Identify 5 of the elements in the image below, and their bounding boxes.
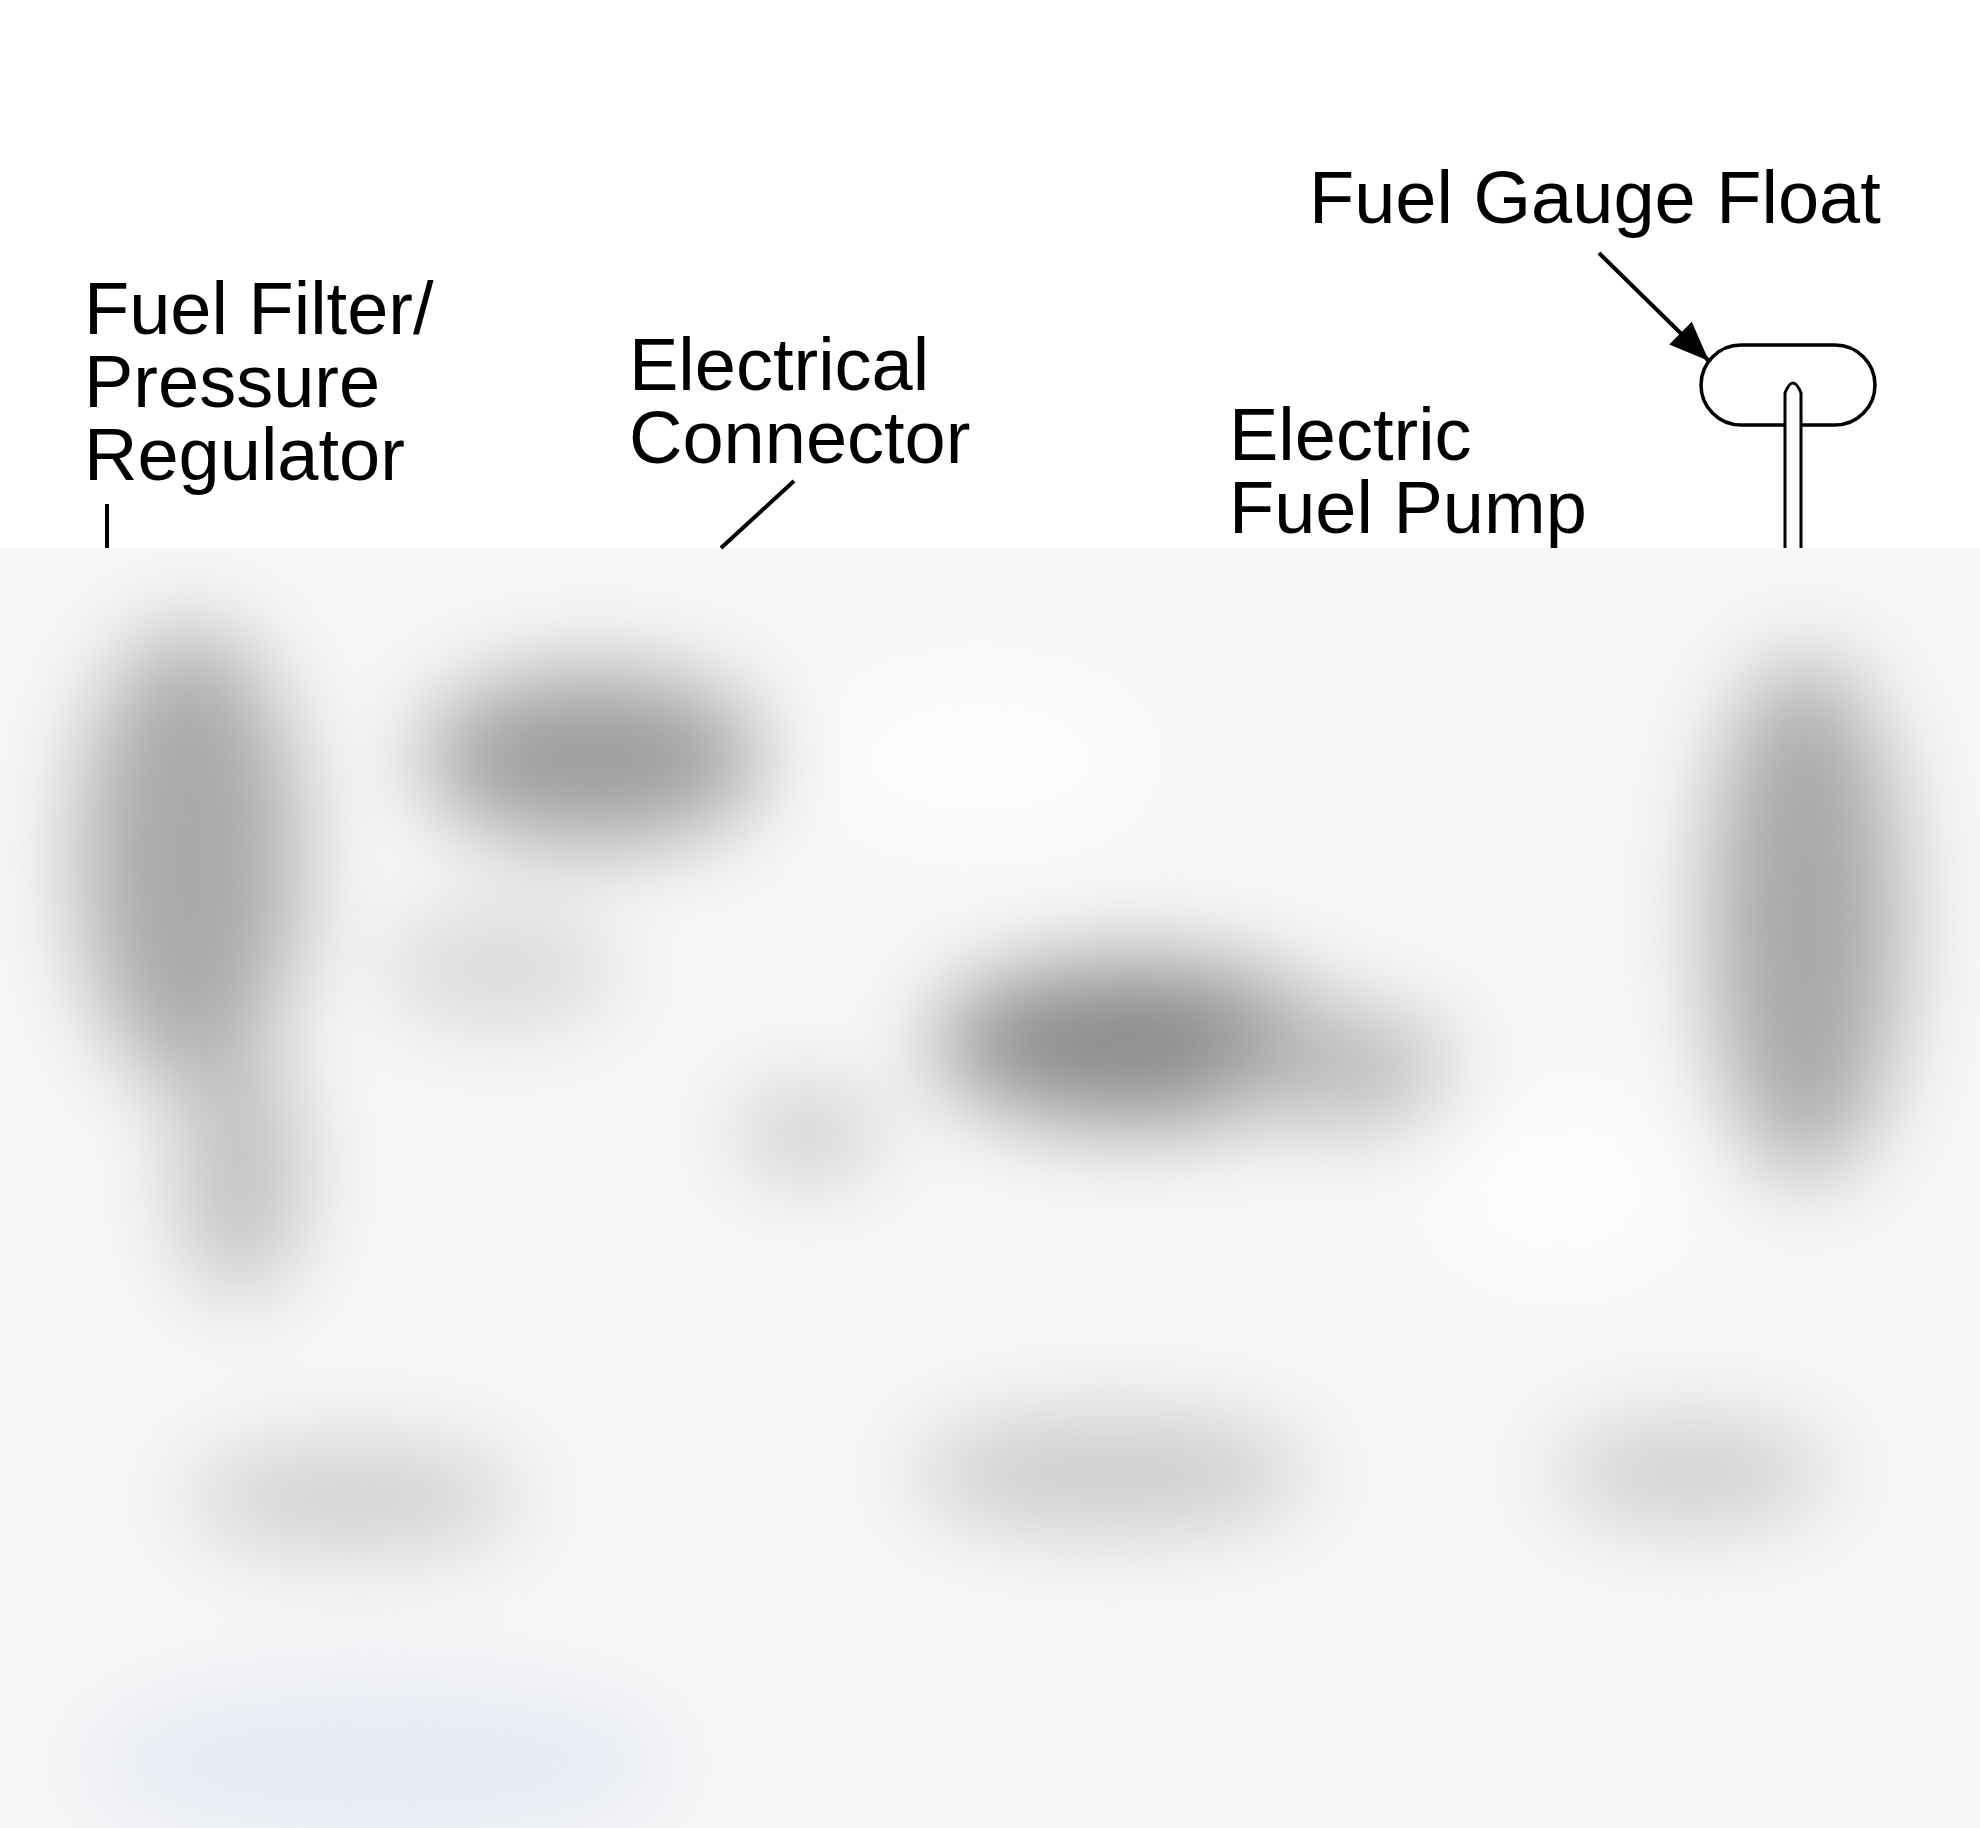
callout-label: Electrical Connector <box>629 328 1009 474</box>
leader-arrow <box>1597 251 1711 363</box>
float-drawing <box>1697 341 1879 548</box>
leader-line <box>105 504 109 548</box>
leader-line <box>719 479 796 550</box>
